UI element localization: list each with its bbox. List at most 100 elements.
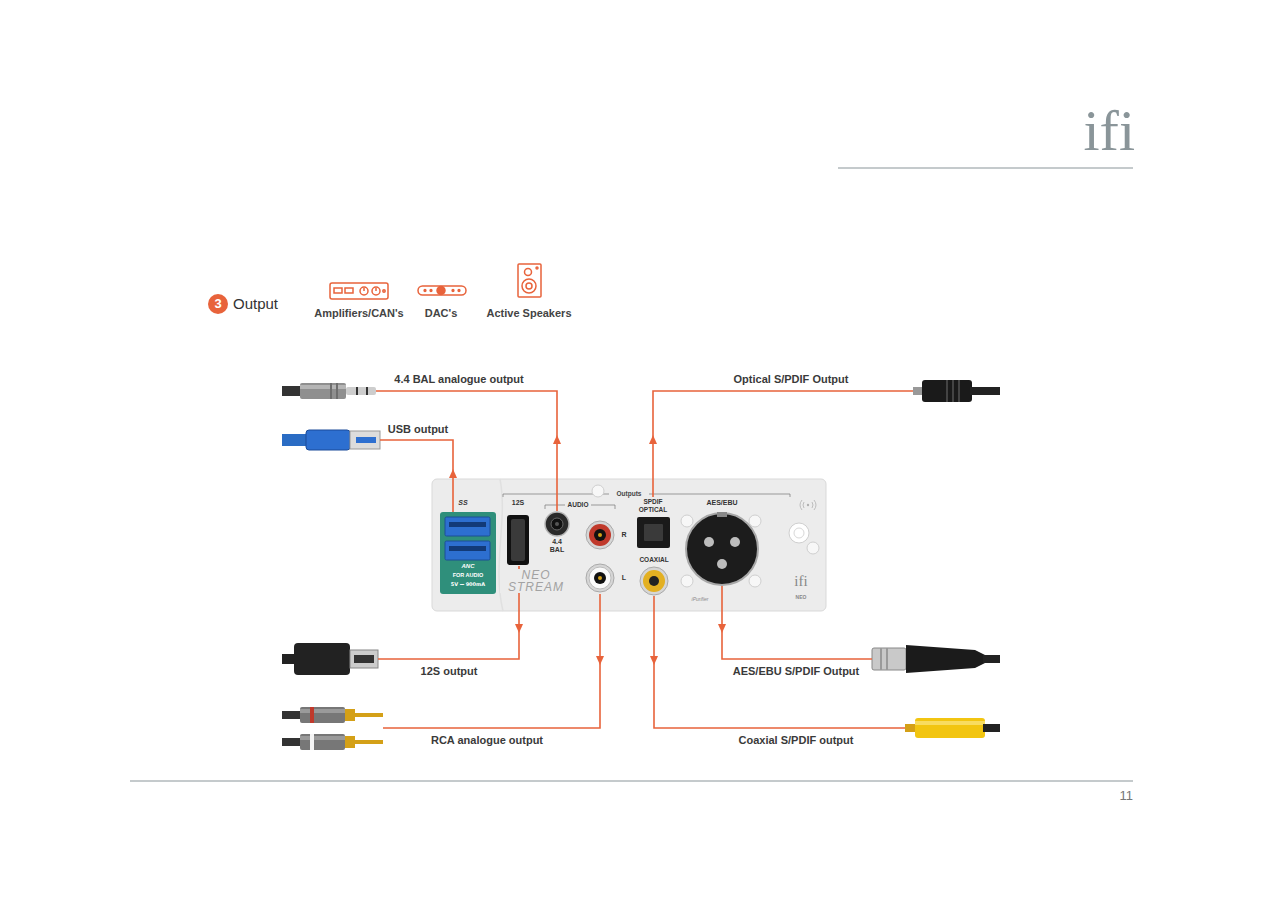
drawing-path <box>800 500 802 510</box>
usb-port-block-text: FOR AUDIO <box>440 572 496 579</box>
drawing-circle <box>681 515 693 527</box>
drawing-rect <box>350 431 380 449</box>
drawing-rect <box>418 286 466 295</box>
drawing-rect <box>952 380 954 402</box>
drawing-circle <box>807 542 819 554</box>
drawing-rect <box>915 721 985 725</box>
drawing-rect <box>644 524 663 541</box>
drawing-rect <box>300 736 345 740</box>
signal-connector <box>718 586 872 659</box>
aes-ebu-port-text: AES/EBU <box>686 499 758 507</box>
drawing-circle <box>372 287 380 295</box>
drawing-rect <box>346 387 376 395</box>
drawing-rect <box>958 380 960 402</box>
drawing-circle <box>555 522 559 526</box>
drawing-rect <box>330 283 388 299</box>
drawing-rect <box>282 654 296 664</box>
drawing-rect <box>300 383 346 399</box>
drawing-rect <box>872 648 906 670</box>
connector-line <box>380 440 453 512</box>
drawing-line <box>363 288 365 291</box>
drawing-rect <box>922 380 972 402</box>
drawing-rect <box>310 734 314 750</box>
usb-cable-text: USB output <box>378 423 458 436</box>
aes-cable-text: AES/EBU S/PDIF Output <box>726 665 866 678</box>
bal-cable: 4.4 BAL analogue output <box>282 383 376 399</box>
callout-circle: 3 <box>208 294 228 314</box>
drawing-rect <box>334 288 342 293</box>
drawing-rect <box>449 546 486 551</box>
connector-line <box>378 566 519 659</box>
drawing-circle <box>526 283 532 289</box>
connector-line <box>376 391 557 511</box>
signal-connector <box>380 440 457 512</box>
usb-port-block-text: ANC <box>440 563 496 570</box>
usb-port-block: ANC FOR AUDIO 5V ⎓ 900mA <box>440 512 496 594</box>
panel-mark: iPurifier <box>682 596 718 602</box>
drawing-path <box>803 502 804 508</box>
drawing-rect <box>330 383 332 399</box>
drawing-circle <box>452 290 454 292</box>
drawing-rect <box>294 643 350 675</box>
brand-logo: ifi <box>1060 102 1135 160</box>
drawing-circle <box>589 567 611 589</box>
drawing-rect <box>445 541 490 560</box>
signal-connector <box>376 391 561 511</box>
neo-stream-panel <box>432 479 826 611</box>
drawing-circle <box>730 537 740 547</box>
bal-cable-text: 4.4 BAL analogue output <box>389 373 529 386</box>
optical-cable-text: Optical S/PDIF Output <box>721 373 861 386</box>
drawing-circle <box>592 485 604 497</box>
drawing-circle <box>807 504 809 506</box>
drawing-rect <box>355 713 383 717</box>
page-number: 11 <box>1093 788 1133 803</box>
drawing-path <box>812 502 813 508</box>
usb-port-block-text: 5V ⎓ 900mA <box>440 581 496 588</box>
rca-cable: RCA analogue output <box>282 704 383 752</box>
rca-right-port-text: R <box>618 531 630 539</box>
drawing-circle <box>789 523 809 543</box>
optical-port: SPDIF OPTICAL <box>636 497 671 549</box>
drawing-circle <box>704 537 714 547</box>
connector-line <box>654 596 905 728</box>
drawing-rect <box>445 517 490 536</box>
rca-left-port-text: L <box>618 574 630 582</box>
drawing-rect <box>983 724 1000 732</box>
drawing-rect <box>440 512 496 594</box>
drawing-rect <box>300 385 346 389</box>
drawing-rect <box>511 519 525 561</box>
drawing-rect <box>886 648 888 670</box>
drawing-rect <box>913 387 923 395</box>
drawing-circle <box>717 559 727 569</box>
drawing-rect <box>310 707 314 723</box>
icon-caption: Active Speakers <box>474 307 584 320</box>
drawing-circle <box>649 576 659 586</box>
rca-right-port: R <box>585 520 631 550</box>
i2s-port-text: 12S <box>503 499 533 507</box>
drawing-rect <box>449 522 486 527</box>
drawing-circle <box>525 269 532 276</box>
panel-model: NEO <box>789 594 813 600</box>
drawing-rect <box>717 512 727 517</box>
arrow-head <box>515 624 523 633</box>
panel-logo: ifi <box>788 574 814 589</box>
drawing-rect <box>507 515 529 565</box>
rca-left-port: L <box>585 563 631 594</box>
drawing-path <box>906 645 985 673</box>
icon-caption: DAC's <box>411 307 471 320</box>
drawing-rect <box>336 383 338 399</box>
drawing-circle <box>437 287 445 295</box>
coaxial-cable: Coaxial S/PDIF output <box>905 718 1000 738</box>
drawing-rect <box>345 709 355 721</box>
balanced-jack-text: 4.4 BAL <box>547 538 567 554</box>
drawing-rect <box>915 718 985 738</box>
drawing-circle <box>360 287 368 295</box>
drawing-circle <box>458 290 460 292</box>
drawing-circle <box>594 572 606 584</box>
drawing-rect <box>282 738 302 746</box>
arrow-head <box>650 656 658 665</box>
drawing-circle <box>383 290 385 292</box>
